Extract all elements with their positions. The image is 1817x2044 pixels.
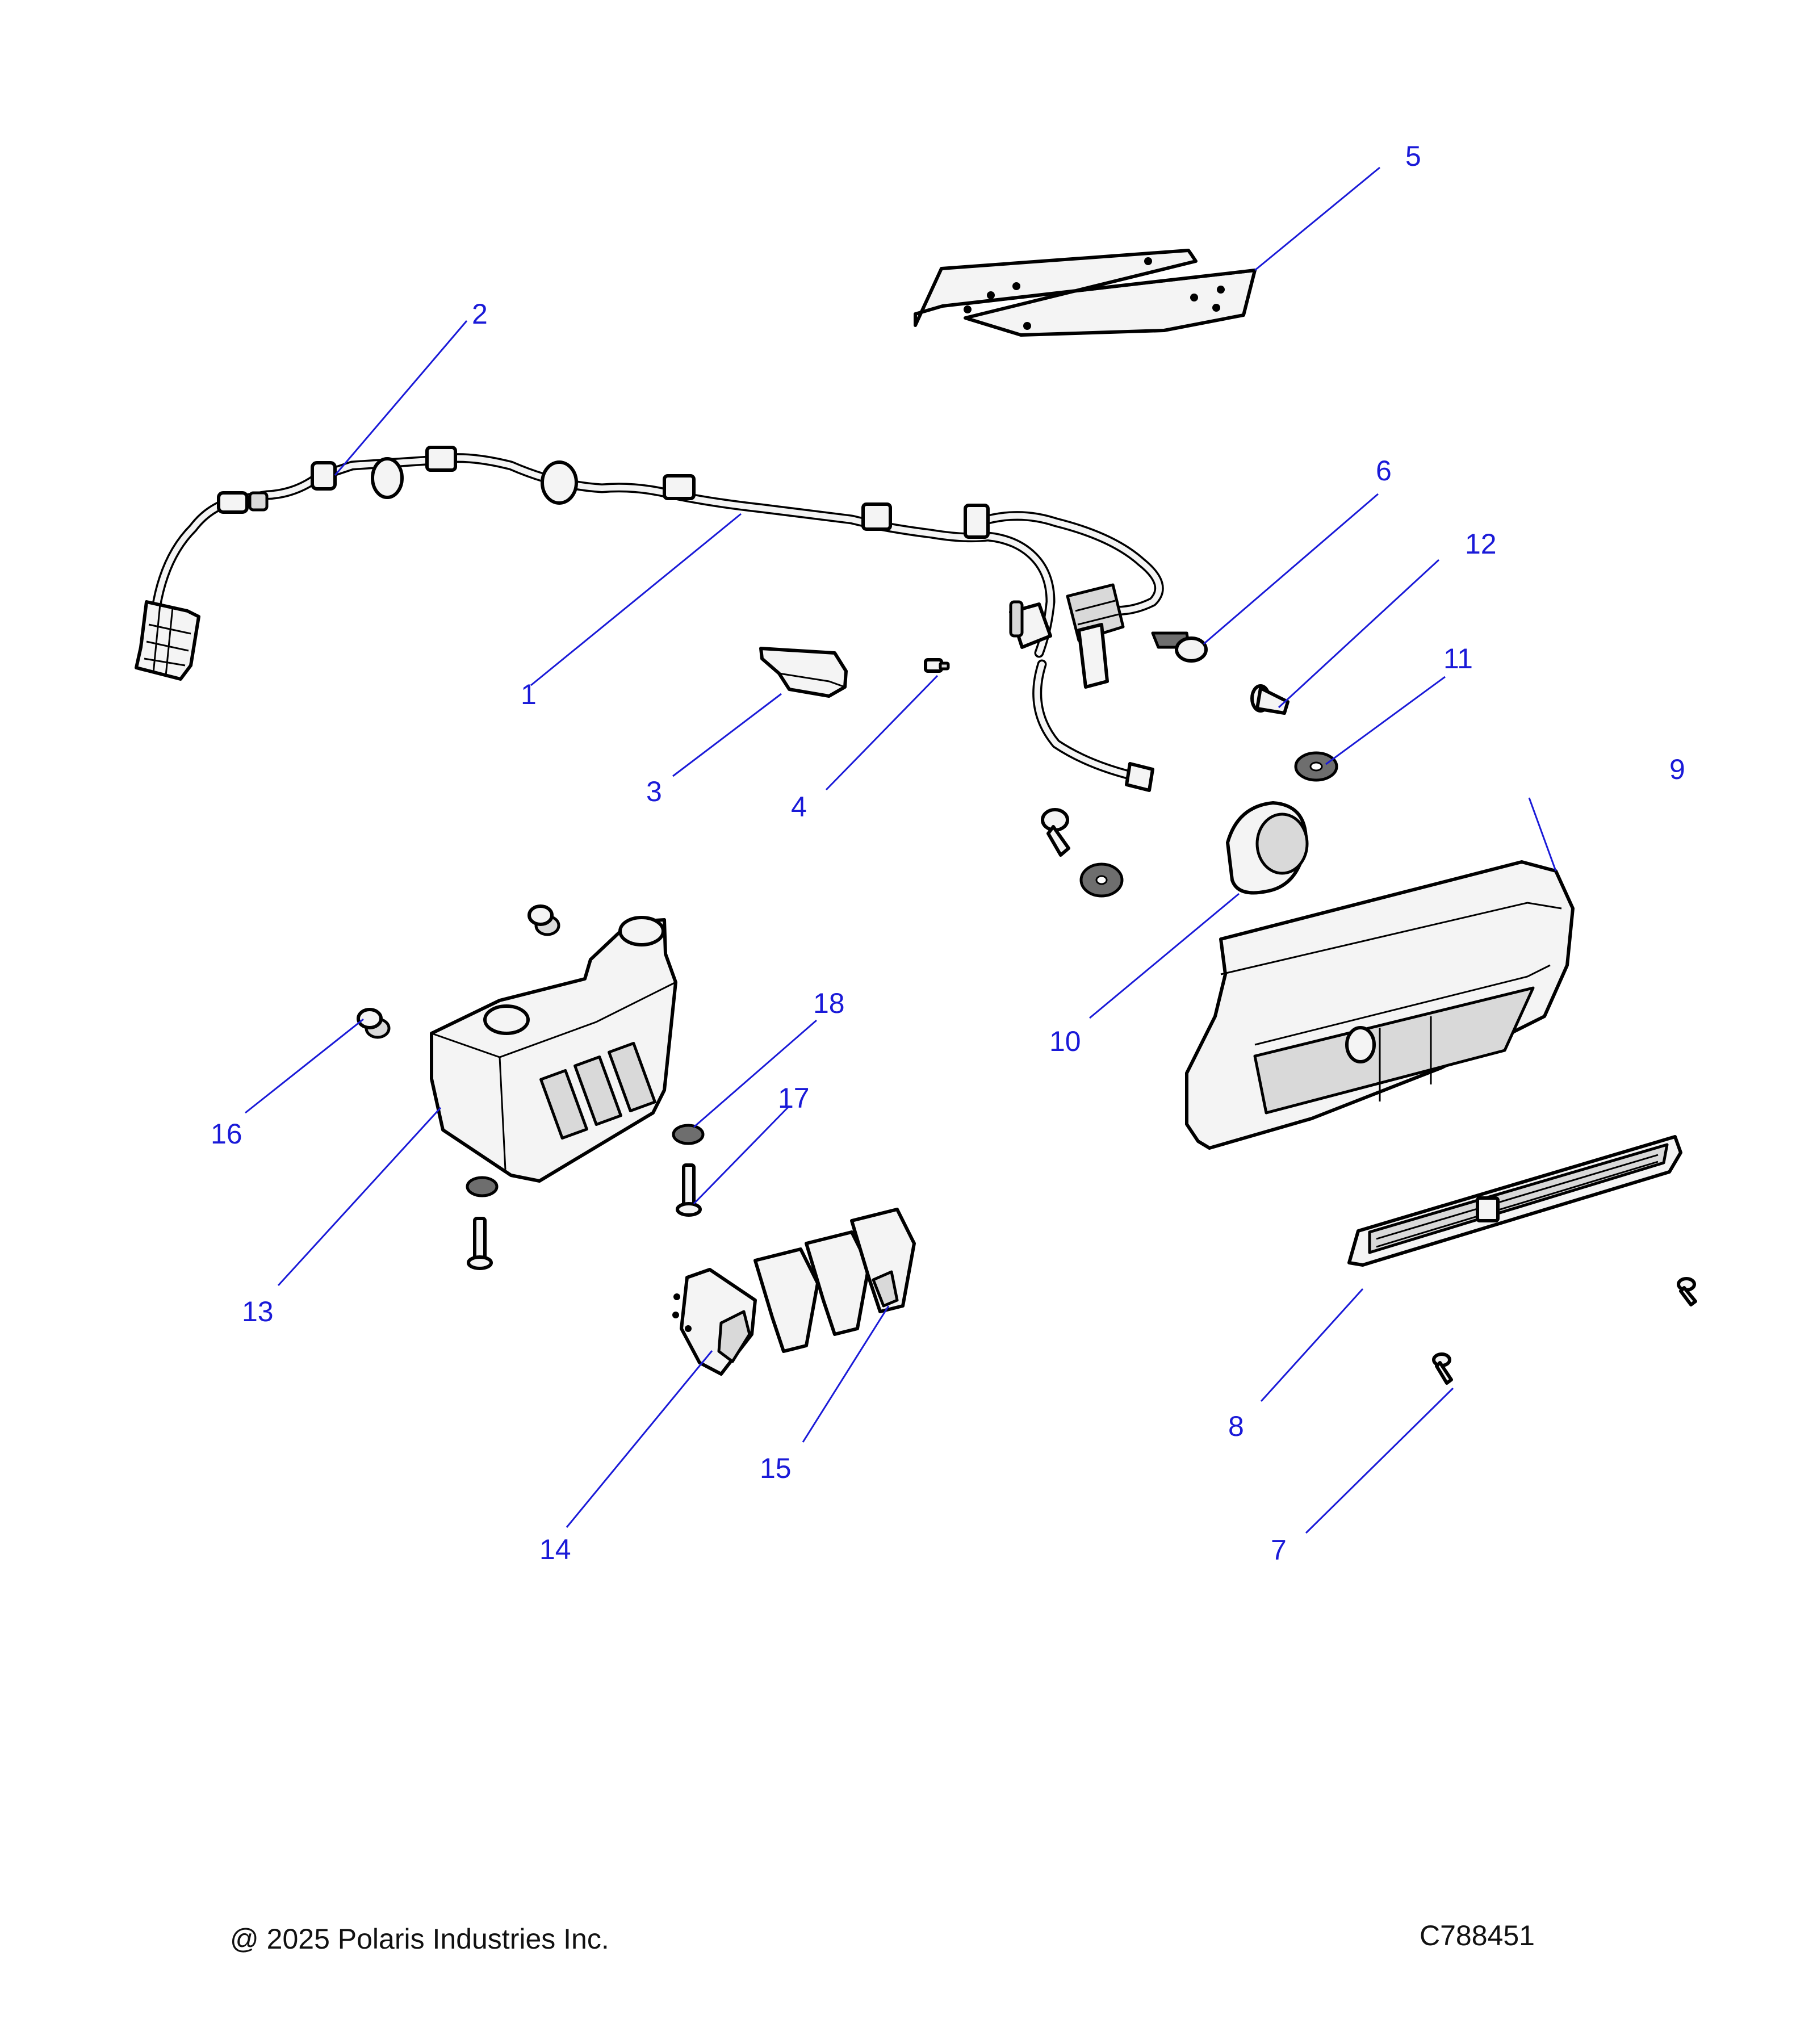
part-17-bolt (676, 1163, 702, 1217)
screw (1677, 1277, 1697, 1306)
callout-4: 4 (791, 791, 807, 823)
callout-7: 7 (1271, 1534, 1287, 1566)
part-6-clip (1151, 631, 1208, 663)
part-1-wiring-harness (135, 446, 1164, 792)
callout-3: 3 (646, 776, 662, 807)
part-16-plug (357, 1008, 391, 1039)
callout-9: 9 (1669, 753, 1685, 785)
part-13-switch-bracket (430, 916, 677, 1183)
part-8-grille (1347, 1135, 1682, 1267)
part-7-screw (1432, 1352, 1453, 1385)
callout-12: 12 (1465, 528, 1497, 560)
figure-id: C788451 (1420, 1920, 1535, 1951)
callout-8: 8 (1228, 1410, 1244, 1442)
plug (527, 904, 560, 936)
callout-11: 11 (1443, 643, 1473, 675)
part-14-rocker-switch (672, 1268, 757, 1376)
part-3-module (759, 647, 848, 698)
part-12-bolt (1250, 684, 1290, 715)
part-9-housing (1185, 860, 1575, 1150)
bolt (1041, 808, 1070, 857)
washer (466, 1176, 499, 1197)
callout-15: 15 (760, 1452, 792, 1484)
copyright-notice: @ 2025 Polaris Industries Inc. (230, 1923, 609, 1955)
washer (1079, 862, 1124, 898)
callout-13: 13 (242, 1296, 274, 1327)
part-4-terminal (924, 658, 950, 673)
part-5-bracket-plate (914, 249, 1257, 337)
callout-6: 6 (1376, 455, 1392, 487)
callout-1: 1 (521, 678, 537, 710)
part-11-washer (1294, 751, 1338, 782)
part-15-switch-covers (753, 1208, 916, 1353)
callout-labels: 1 2 3 4 5 6 7 8 9 10 11 12 13 14 15 16 1… (211, 140, 1685, 1566)
callout-18: 18 (813, 987, 845, 1019)
leader-lines (245, 166, 1557, 1534)
part-10-foam-ring (1226, 801, 1309, 895)
callout-5: 5 (1405, 140, 1421, 172)
callout-14: 14 (539, 1534, 571, 1565)
part-18-washer (672, 1124, 705, 1145)
callout-17: 17 (778, 1082, 810, 1114)
callout-10: 10 (1049, 1025, 1081, 1057)
callout-16: 16 (211, 1118, 242, 1150)
callout-2: 2 (472, 298, 488, 330)
bolt (467, 1217, 493, 1270)
